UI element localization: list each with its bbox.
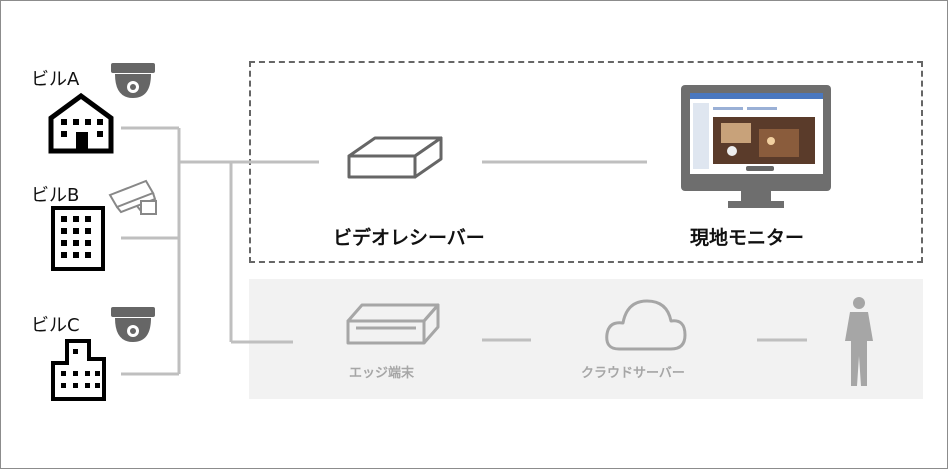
building-c-icon [51, 339, 106, 401]
building-a-icon [48, 92, 114, 154]
video-receiver-icon [347, 136, 443, 179]
dome-camera-icon [111, 63, 155, 98]
bullet-camera-icon [108, 179, 157, 215]
building-b-icon [51, 206, 105, 271]
video-receiver-label: ビデオレシーバー [333, 227, 485, 249]
building-a-label: ビルA [31, 69, 80, 90]
monitor-icon [681, 85, 831, 208]
connector-lines [121, 126, 807, 376]
cloud-server-label: クラウドサーバー [581, 366, 685, 381]
person-icon [845, 297, 873, 386]
dome-camera-icon [111, 307, 155, 342]
local-monitor-label: 現地モニター [690, 227, 805, 249]
cloud-icon [605, 299, 687, 351]
cloud-system-group [249, 279, 923, 399]
building-b-label: ビルB [31, 185, 80, 206]
building-c-label: ビルC [31, 315, 80, 336]
edge-device-label: エッジ端末 [349, 366, 415, 381]
edge-device-icon [346, 303, 440, 345]
